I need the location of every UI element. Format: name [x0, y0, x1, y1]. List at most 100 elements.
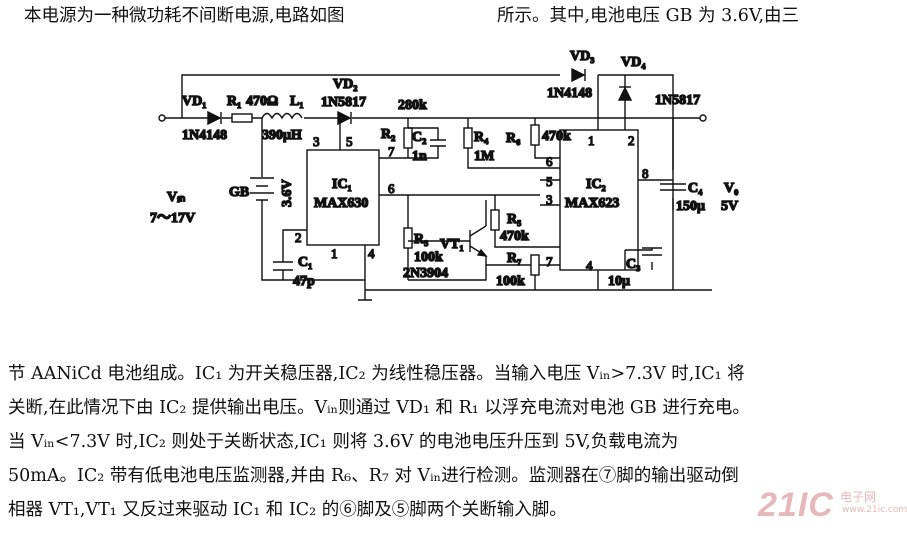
vo-terminal [699, 114, 707, 122]
ic2-pin-3: 3 [546, 192, 553, 207]
r4-resistor [463, 127, 473, 149]
label-c4: C₄ [688, 181, 703, 196]
label-vo: V₀ [724, 181, 738, 196]
label-r5: R₅ [507, 212, 521, 227]
label-vd3: VD₃ [570, 49, 594, 64]
ic2-pin-8: 8 [642, 166, 649, 181]
label-c3: C₃ [626, 257, 640, 272]
ic2-pin-5: 5 [546, 174, 553, 189]
body-line-1: 节 AANiCd 电池组成。IC₁ 为开关稳压器,IC₂ 为线性稳压器。当输入电… [8, 364, 745, 384]
ic1-pin-1: 1 [331, 246, 338, 261]
watermark-url: www.21ic.com [842, 505, 907, 515]
intro-text-right: 所示。其中,电池电压 GB 为 3.6V,由三 [497, 6, 800, 26]
ic1-pin-2: 2 [295, 230, 302, 245]
label-vd4-part: 1N5817 [655, 93, 700, 108]
capacitor-c2 [430, 139, 446, 147]
ic1-pin-3: 3 [313, 134, 320, 149]
capacitor-c1 [273, 261, 293, 271]
ic1-box [306, 149, 380, 246]
label-c1-val: 47p [293, 274, 315, 289]
label-gb: GB [229, 185, 249, 200]
label-r7: R₇ [507, 251, 521, 266]
vin-terminal [158, 114, 166, 122]
intro-text-left: 本电源为一种微功耗不间断电源,电路如图 [24, 6, 345, 26]
ic2-box [559, 129, 639, 271]
label-vd4: VD₄ [621, 55, 646, 70]
label-c2-val: 1n [412, 149, 427, 164]
label-r4: R₄ [474, 130, 489, 145]
label-vd3-part: 1N4148 [547, 86, 592, 101]
label-vd1: VD₁ [182, 94, 206, 109]
ic2-pin-2: 2 [628, 133, 635, 148]
ic2-pin-1: 1 [588, 133, 595, 148]
ic1-pin-5: 5 [346, 134, 353, 149]
label-r3: R₃ [414, 232, 428, 247]
body-line-4: 50mA。IC₂ 带有低电池电压监测器,并由 R₆、R₇ 对 Vᵢₙ进行检测。监… [8, 466, 739, 486]
label-c2: C₂ [412, 130, 426, 145]
wire-c2 [408, 127, 439, 159]
label-ic1-part: MAX630 [314, 196, 368, 211]
label-gb-val: 3.6V [280, 179, 295, 207]
ic1-pin-6: 6 [388, 181, 395, 196]
label-l1-val: 390μH [262, 128, 302, 143]
label-r2-val: 280k [398, 98, 427, 113]
label-c3-val: 10μ [608, 274, 630, 289]
battery-gb [250, 177, 274, 201]
capacitor-c4 [660, 183, 686, 191]
r7-resistor [530, 254, 540, 276]
wire-r4 [467, 118, 540, 169]
label-r1: R₁ [227, 94, 241, 109]
label-vd1-part: 1N4148 [182, 128, 227, 143]
circuit-schematic: VD₁ R₁ 470Ω L₁ 1N4148 390μH VD₂ 1N5817 2… [149, 48, 739, 301]
label-r1-val: 470Ω [246, 94, 278, 109]
label-vd2: VD₂ [333, 77, 357, 92]
r5-resistor [490, 209, 500, 231]
label-r7-val: 100k [496, 274, 525, 289]
label-vin: Vᵢₙ [167, 190, 186, 205]
label-c1: C₁ [298, 255, 312, 270]
l1-inductor [261, 112, 303, 120]
wire-vt1 [408, 200, 487, 281]
vd4-diode [617, 86, 633, 101]
watermark-cn: 电子网 [840, 490, 877, 504]
label-vo-val: 5V [721, 199, 738, 214]
label-r2: R₂ [381, 127, 395, 142]
label-vd2-part: 1N5817 [321, 95, 366, 110]
body-line-3: 当 Vᵢₙ<7.3V 时,IC₂ 则处于关断状态,IC₁ 则将 3.6V 的电池… [8, 432, 679, 452]
ic1-pin-7: 7 [388, 144, 395, 159]
wire-gb [261, 118, 365, 281]
label-r6: R₆ [506, 131, 520, 146]
label-ic2: IC₂ [586, 177, 606, 192]
body-line-5: 相器 VT₁,VT₁ 又反过来驱动 IC₁ 和 IC₂ 的⑥脚及⑤脚两个关断输入… [8, 500, 567, 520]
label-ic1: IC₁ [332, 177, 352, 192]
capacitor-c3 [642, 247, 662, 256]
vd1-diode [207, 110, 222, 126]
label-r5-val: 470k [500, 229, 529, 244]
vt1-transistor [452, 225, 488, 257]
ic2-pin-4: 4 [586, 258, 593, 273]
ic1-pin-4: 4 [368, 246, 375, 261]
wire-c1 [282, 229, 307, 280]
r2-resistor [403, 127, 413, 149]
label-l1: L₁ [290, 94, 304, 109]
wire-r6 [534, 118, 560, 159]
body-line-2: 关断,在此情况下由 IC₂ 提供输出电压。Vᵢₙ则通过 VD₁ 和 R₁ 以浮充… [8, 398, 750, 418]
vd3-diode [571, 67, 586, 83]
ic2-pin-7: 7 [546, 254, 553, 269]
watermark-logo: 21IC [758, 486, 834, 524]
label-vt1: VT₁ [440, 237, 464, 252]
label-r4-val: 1M [474, 149, 494, 164]
r1-resistor [231, 113, 253, 123]
label-ic2-part: MAX623 [565, 196, 619, 211]
label-r6-val: 470k [542, 129, 571, 144]
vd2-diode [337, 110, 352, 126]
label-r3-val: 100k [414, 250, 443, 265]
ic2-pin-wires [540, 75, 673, 290]
ic2-pin-6: 6 [546, 154, 553, 169]
r6-resistor [530, 124, 540, 146]
label-c4-val: 150μ [676, 199, 705, 214]
label-vt1-part: 2N3904 [403, 266, 448, 281]
wire-r5 [494, 195, 540, 248]
r3-resistor [403, 227, 413, 249]
label-vin-range: 7～17V [150, 211, 195, 226]
